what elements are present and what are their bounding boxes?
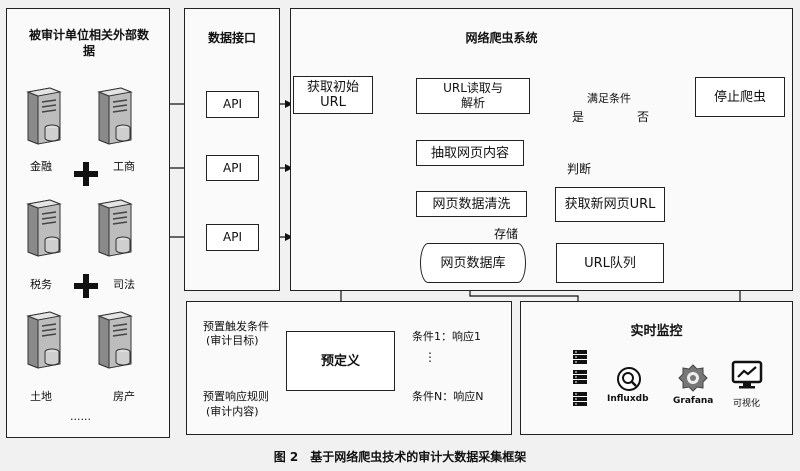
source-label-property: 房产: [113, 390, 135, 403]
server-icon: [24, 86, 62, 145]
server-icon: [24, 198, 62, 257]
url-queue-box: URL队列: [556, 243, 664, 283]
plus-icon: [74, 162, 98, 186]
server-icon: [95, 86, 133, 145]
source-label-business: 工商: [113, 160, 135, 173]
vertical-ellipsis: ⋮: [424, 350, 436, 364]
server-icon: [95, 310, 133, 369]
source-label-land: 土地: [30, 390, 52, 403]
plus-icon: [74, 274, 98, 298]
api-box-3: API: [206, 224, 259, 251]
influxdb-icon: [616, 366, 642, 392]
api-box-1: API: [206, 91, 259, 118]
trigger-condition-label: 预置触发条件: [203, 320, 269, 333]
visualization-label: 可视化: [733, 399, 761, 409]
api-box-2: API: [206, 155, 259, 181]
condition-yes-label: 是: [572, 110, 585, 124]
grafana-icon: [676, 362, 710, 394]
visualization-monitor-icon: [731, 360, 763, 390]
condition-1-label: 条件1：响应1: [412, 330, 481, 343]
external-data-title: 被审计单位相关外部数据: [29, 28, 150, 58]
condition-n-label: 条件N：响应N: [412, 390, 484, 403]
stop-crawler-box: 停止爬虫: [695, 77, 785, 117]
new-url-box: 获取新网页URL: [555, 187, 665, 222]
get-initial-url-box: 获取初始URL: [293, 76, 373, 114]
source-more-ellipsis: ......: [70, 410, 91, 423]
extract-content-box: 抽取网页内容: [416, 140, 524, 166]
response-rule-label: 预置响应规则: [203, 390, 269, 403]
database-stack-icon: [572, 391, 588, 407]
database-stack-icon: [572, 369, 588, 385]
crawler-system-title: 网络爬虫系统: [465, 31, 538, 45]
monitor-title: 实时监控: [630, 324, 683, 339]
condition-no-label: 否: [637, 110, 650, 124]
condition-label: 满足条件: [587, 92, 631, 105]
grafana-label: Grafana: [673, 396, 714, 406]
data-interface-title: 数据接口: [207, 31, 256, 45]
store-label: 存储: [494, 227, 519, 241]
trigger-condition-sub: (审计目标): [206, 334, 259, 347]
predefine-box: 预定义: [286, 331, 395, 391]
source-label-finance: 金融: [30, 160, 52, 173]
influxdb-label: Influxdb: [607, 394, 649, 404]
data-cleaning-box: 网页数据清洗: [416, 191, 527, 217]
server-icon: [24, 310, 62, 369]
server-icon: [95, 198, 133, 257]
source-label-judicial: 司法: [113, 278, 135, 291]
figure-caption: 图 2 基于网络爬虫技术的审计大数据采集框架: [273, 450, 527, 464]
database-stack-icon: [572, 349, 588, 365]
url-read-parse-box: URL读取与解析: [416, 78, 530, 114]
judge-label: 判断: [567, 162, 592, 176]
response-rule-sub: (审计内容): [206, 405, 259, 418]
web-database-box: 网页数据库: [420, 243, 526, 283]
source-label-tax: 税务: [30, 278, 52, 291]
crawler-system-panel: 网络爬虫系统: [290, 8, 793, 291]
